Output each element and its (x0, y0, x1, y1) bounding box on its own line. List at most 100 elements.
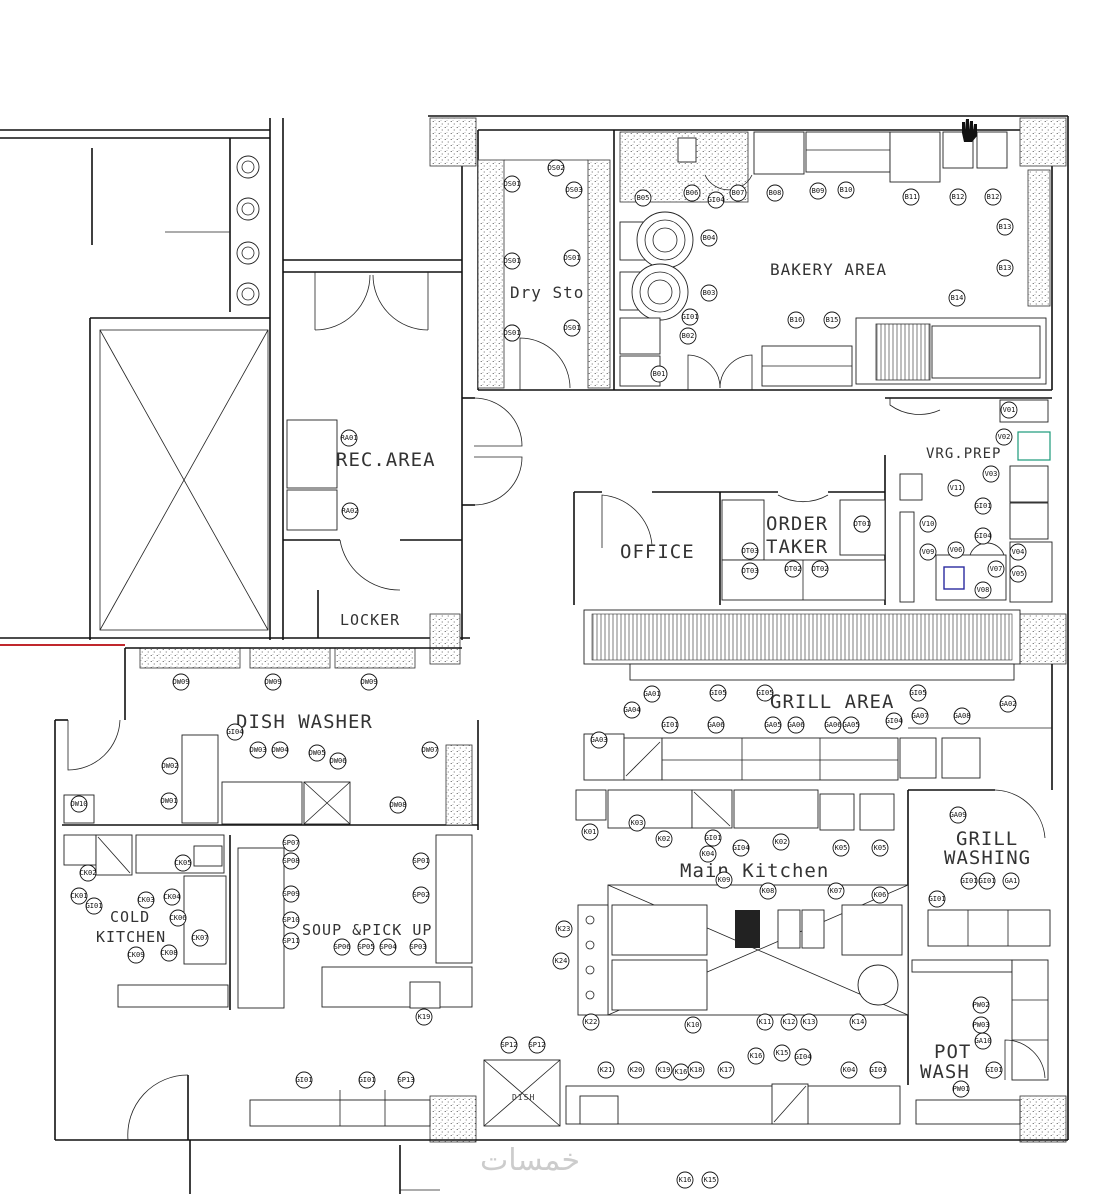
equipment-tag-b09: B09 (809, 182, 827, 200)
tag-text: OT01 (854, 520, 871, 528)
tag-bubble (952, 1080, 970, 1098)
tag-text: B03 (703, 289, 716, 297)
equipment-tag-ga02: GA02 (999, 695, 1017, 713)
tag-text: K24 (555, 957, 568, 965)
equipment-tag-k01: K01 (581, 823, 599, 841)
equipment-tag-ot03: OT03 (741, 562, 759, 580)
tag-bubble (341, 502, 359, 520)
tag-text: DW04 (272, 746, 289, 754)
tag-text: K07 (830, 887, 843, 895)
tag-text: DS01 (504, 329, 521, 337)
tag-bubble (773, 1044, 791, 1062)
equipment-tag-ck03: CK03 (137, 891, 155, 909)
tag-bubble (960, 872, 978, 890)
tag-bubble (949, 188, 967, 206)
equipment-tag-k19: K19 (415, 1008, 433, 1026)
equipment-tag-k08: K08 (759, 882, 777, 900)
tag-text: V05 (1012, 570, 1025, 578)
tag-text: K04 (843, 1066, 856, 1074)
tag-bubble (978, 872, 996, 890)
label-bakery-area: BAKERY AREA (770, 260, 887, 279)
tag-bubble (409, 938, 427, 956)
tag-text: B12 (952, 193, 965, 201)
equipment-tag-k16: K16 (747, 1047, 765, 1065)
main-kitchen (575, 789, 1046, 1085)
tag-text: SP07 (283, 839, 300, 847)
tag-bubble (627, 1061, 645, 1079)
tag-text: GI01 (870, 1066, 887, 1074)
tag-text: DW05 (309, 749, 326, 757)
equipment-tag-k18: K18 (687, 1061, 705, 1079)
tag-text: GA04 (624, 706, 641, 714)
tag-text: DW10 (71, 800, 88, 808)
equipment-tag-ra01: RA01 (340, 429, 358, 447)
equipment-tag-gi01: GI01 (358, 1071, 376, 1089)
tag-text: GA08 (954, 712, 971, 720)
tag-text: V08 (977, 586, 990, 594)
tag-text: GA02 (1000, 700, 1017, 708)
tag-bubble (824, 716, 842, 734)
label-main-kitchen: Main Kitchen (680, 860, 829, 882)
equipment-tag-k10: K10 (684, 1016, 702, 1034)
tag-text: GI01 (86, 902, 103, 910)
tag-text: GI01 (705, 834, 722, 842)
tag-text: SP03 (410, 943, 427, 951)
label-grill: GRILL (956, 828, 1018, 850)
tag-text: K21 (600, 1066, 613, 1074)
equipment-tag-k06: K06 (871, 886, 889, 904)
tag-text: K04 (702, 850, 715, 858)
equipment-tag-sp12: SP12 (528, 1036, 546, 1054)
tag-text: SP12 (501, 1041, 518, 1049)
tag-text: SP13 (398, 1076, 415, 1084)
tag-text: B05 (637, 194, 650, 202)
equipment-tag-b15: B15 (823, 311, 841, 329)
equipment-tag-ds01: DS01 (503, 175, 521, 193)
equipment-tag-k05: K05 (832, 839, 850, 857)
tag-text: V11 (950, 484, 963, 492)
tag-text: K02 (658, 835, 671, 843)
label-kitchen: KITCHEN (96, 928, 166, 946)
equipment-tag-gi01: GI01 (681, 308, 699, 326)
tag-bubble (800, 1013, 818, 1031)
equipment-tag-k07: K07 (827, 882, 845, 900)
tag-text: PW03 (973, 1021, 990, 1029)
tag-text: V04 (1012, 548, 1025, 556)
tag-bubble (974, 497, 992, 515)
tag-text: GI05 (757, 689, 774, 697)
equipment-tag-v03: V03 (982, 465, 1000, 483)
tag-text: GA10 (975, 1037, 992, 1045)
label-locker: LOCKER (340, 611, 400, 629)
tag-text: K22 (585, 1018, 598, 1026)
tag-bubble (759, 882, 777, 900)
equipment-tag-v01: V01 (1000, 401, 1018, 419)
equipment-tag-sp08: SP08 (282, 852, 300, 870)
tag-bubble (415, 1008, 433, 1026)
tag-bubble (655, 830, 673, 848)
tag-bubble (947, 541, 965, 559)
tag-bubble (717, 1061, 735, 1079)
equipment-tag-b13: B13 (996, 218, 1014, 236)
tag-text: GA06 (788, 721, 805, 729)
tag-text: DW08 (390, 801, 407, 809)
tag-bubble (295, 1071, 313, 1089)
equipment-tag-dw09: DW09 (172, 673, 190, 691)
tag-text: K08 (762, 887, 775, 895)
tag-bubble (885, 712, 903, 730)
tag-bubble (687, 1061, 705, 1079)
equipment-tag-b07: B07 (729, 184, 747, 202)
tag-text: CK06 (170, 914, 187, 922)
tag-bubble (919, 543, 937, 561)
tag-bubble (174, 854, 192, 872)
tag-bubble (358, 1071, 376, 1089)
tag-bubble (581, 823, 599, 841)
tag-bubble (766, 184, 784, 202)
tag-bubble (137, 891, 155, 909)
tag-bubble (163, 888, 181, 906)
label-taker: TAKER (766, 536, 828, 558)
tag-bubble (271, 741, 289, 759)
tag-text: GI04 (227, 728, 244, 736)
equipment-tag-sp10: SP10 (282, 911, 300, 929)
label-dish-washer: DISH WASHER (236, 711, 373, 733)
equipment-tag-gi01: GI01 (704, 829, 722, 847)
tag-bubble (972, 996, 990, 1014)
